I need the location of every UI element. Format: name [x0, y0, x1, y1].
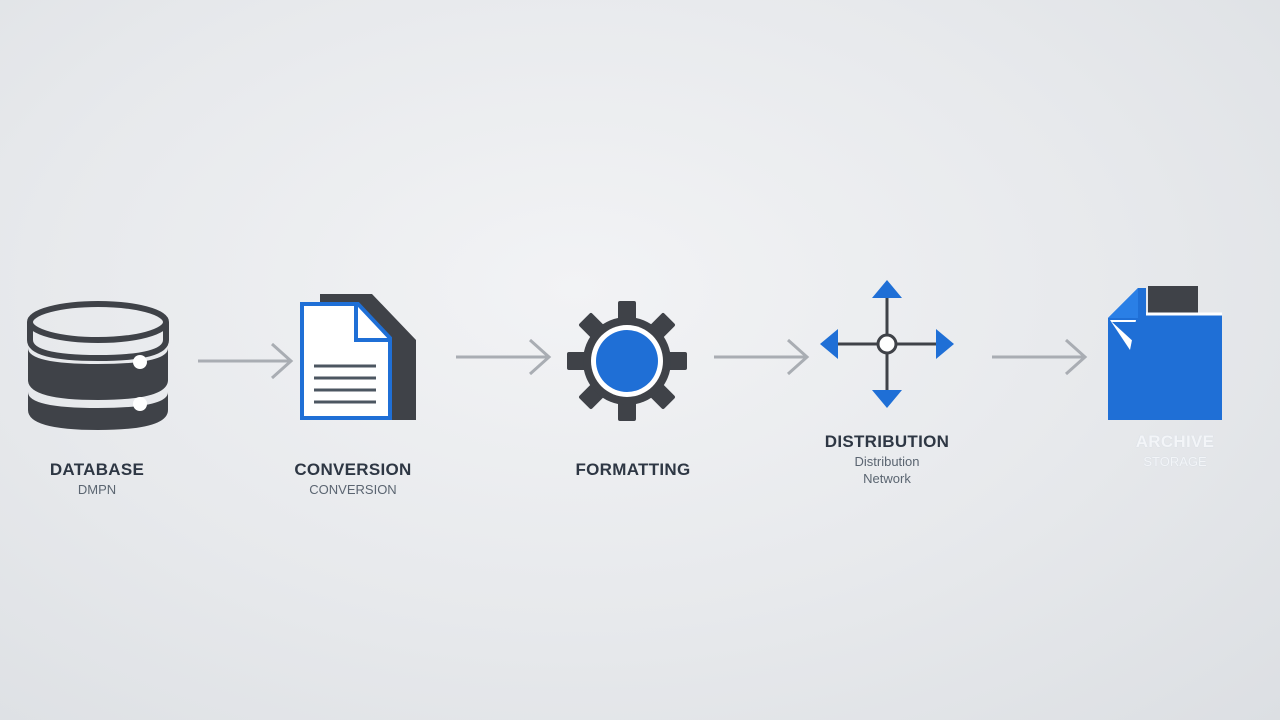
document-icon: [300, 294, 416, 420]
step-label-database: DATABASE DMPN: [2, 460, 192, 497]
folder-icon: [1108, 286, 1222, 420]
step-label-distribution: DISTRIBUTION Distribution Network: [792, 432, 982, 486]
arrow-right-icon: [198, 342, 294, 380]
arrow-right-icon: [714, 338, 810, 376]
step-label-archive: ARCHIVE STORAGE: [1080, 432, 1270, 469]
step-subtitle: CONVERSION: [309, 482, 397, 497]
move-arrows-icon: [820, 280, 954, 408]
step-subtitle: Distribution: [854, 454, 920, 469]
arrow-right-icon: [992, 338, 1088, 376]
arrow-right-icon: [456, 338, 552, 376]
database-icon: [27, 301, 169, 430]
step-label-formatting: FORMATTING: [538, 460, 728, 482]
step-title: ARCHIVE: [1135, 432, 1215, 451]
step-title: FORMATTING: [575, 460, 691, 479]
step-title: DATABASE: [49, 460, 145, 479]
step-title: DISTRIBUTION: [824, 432, 950, 451]
step-label-conversion: CONVERSION CONVERSION: [258, 460, 448, 497]
step-subtitle: DMPN: [77, 482, 117, 497]
step-subtitle: Network: [863, 471, 911, 486]
step-subtitle: STORAGE: [1143, 454, 1207, 469]
gear-icon: [567, 301, 687, 421]
step-title: CONVERSION: [294, 460, 412, 479]
